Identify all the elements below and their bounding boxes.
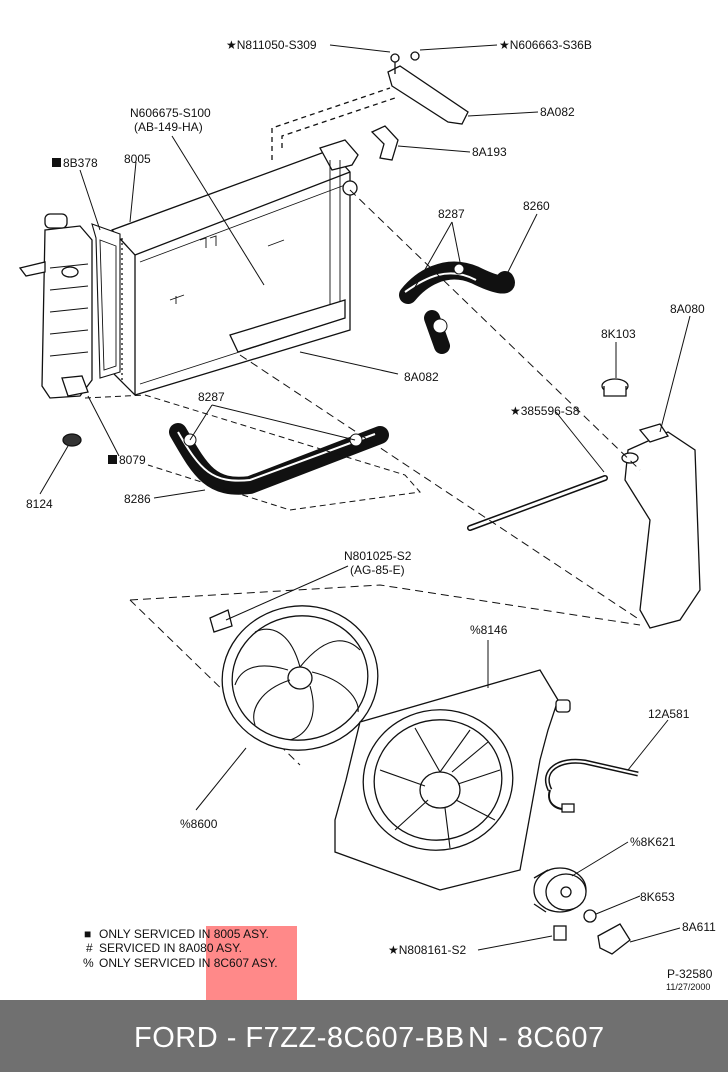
radiator-assembly	[111, 87, 396, 396]
callout-8286: 8286	[124, 492, 151, 506]
callout-8a193: 8A193	[472, 145, 507, 159]
legend-symbol-1: ■	[84, 927, 91, 941]
leader-lines	[39, 44, 691, 951]
callout-n606663: ★N606663-S36B	[499, 38, 592, 52]
callout-8b378: 8B378	[63, 156, 98, 170]
legend-symbol-2: #	[86, 941, 93, 955]
callout-8260: 8260	[523, 199, 550, 213]
callout-8k621: %8K621	[630, 835, 676, 849]
callout-8146: %8146	[470, 623, 508, 637]
callout-8a082-mid: 8A082	[404, 370, 439, 384]
callout-n606675: N606675-S100	[130, 106, 211, 120]
fan-shroud	[334, 669, 571, 891]
legend-text-2: SERVICED IN 8A080 ASY.	[99, 941, 242, 955]
highlight-box	[206, 926, 297, 1000]
callout-8079: 8079	[119, 453, 146, 467]
legend-symbol-3: %	[83, 956, 94, 970]
ncode-label: N - 8C607	[468, 1022, 605, 1054]
callout-12a581: 12A581	[648, 707, 690, 721]
upper-bracket	[370, 51, 469, 161]
diagram-reference: P-32580	[667, 967, 713, 981]
callout-n801025: N801025-S2	[344, 549, 412, 563]
callout-n606675-sub: (AB-149-HA)	[134, 120, 203, 134]
callout-n811050: ★N811050-S309	[226, 38, 317, 52]
callout-n385596: ★385596-S8	[510, 404, 580, 418]
callout-8a082-top: 8A082	[540, 105, 575, 119]
fan-motor	[533, 758, 639, 955]
callout-8287-low: 8287	[198, 390, 225, 404]
callout-8k653: 8K653	[640, 890, 675, 904]
square-symbol-icon	[108, 455, 117, 464]
cooling-fan	[209, 605, 379, 751]
callout-8a611: 8A611	[682, 920, 716, 934]
callout-8287-top: 8287	[438, 207, 465, 221]
callout-8124: 8124	[26, 497, 53, 511]
callout-8a080: 8A080	[670, 302, 705, 316]
callout-8600: %8600	[180, 817, 218, 831]
diagram-date: 11/27/2000	[666, 982, 710, 992]
upper-hose	[399, 261, 515, 354]
callout-8005: 8005	[124, 152, 151, 166]
coolant-reservoir-left	[18, 213, 121, 447]
callout-8k103: 8K103	[601, 327, 636, 341]
exploded-parts-diagram: ★N811050-S309 ★N606663-S36B 8A082 N60667…	[18, 38, 716, 992]
callout-n801025-sub: (AG-85-E)	[350, 563, 405, 577]
coolant-reservoir-right	[601, 378, 701, 629]
legend-text-1: ONLY SERVICED IN 8005 ASY.	[99, 927, 269, 941]
square-symbol-icon	[52, 158, 61, 167]
lower-hose	[169, 423, 389, 495]
legend: ■ ONLY SERVICED IN 8005 ASY. # SERVICED …	[83, 927, 278, 970]
callout-n808161: ★N808161-S2	[388, 943, 466, 957]
part-number-banner: FORD - F7ZZ-8C607-BB N - 8C607	[0, 1000, 728, 1072]
legend-text-3: ONLY SERVICED IN 8C607 ASY.	[99, 956, 278, 970]
part-number-label: FORD - F7ZZ-8C607-BB	[134, 1022, 465, 1054]
